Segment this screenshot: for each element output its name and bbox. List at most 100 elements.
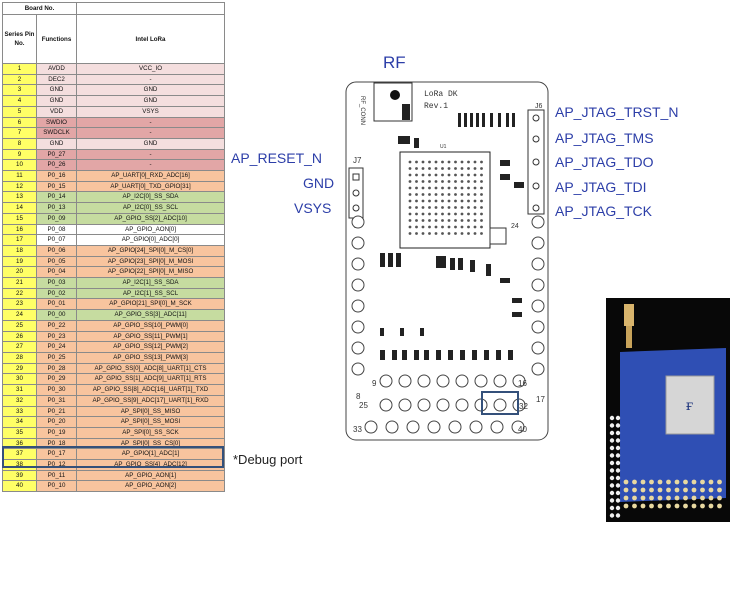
lora-signal-cell: AP_SPI[0]_SS_MISO [76,405,226,418]
photo-hole [615,445,621,451]
u1-pad [467,180,470,183]
u1-text: U1 [440,144,447,150]
u1-pad [428,199,431,203]
antenna-connector [626,322,632,348]
u1-pad [447,186,451,190]
rf-conn-text: RF_CONN [359,96,365,125]
u1-pad [454,212,457,216]
pin-25-text: 25 [359,401,368,410]
u1-pad [454,193,457,196]
u1-pad [454,206,457,209]
photo-hole [717,479,722,485]
pin-number-cell: 28 [2,351,37,364]
lora-signal-cell: AP_GPIO_SS[1]_ADC[9]_UART[1]_RTS [76,373,226,386]
u1-pad [473,219,477,222]
function-cell: P0_29 [35,373,78,386]
header-pad [351,215,365,229]
pin-number-cell: 26 [2,330,37,343]
u1-pad [408,206,412,209]
u1-pad [467,212,470,216]
u1-dot-grid [408,160,483,235]
pin-number-cell: 10 [2,159,37,172]
pin-number-cell: 2 [2,73,37,86]
pin-number-cell: 15 [2,212,37,225]
function-cell: P0_10 [35,480,78,493]
u1-pad [421,219,425,222]
photo-hole [649,503,654,509]
u1-pad [460,160,464,164]
pin-number-cell: 40 [2,480,37,493]
header-pad [493,398,507,412]
intel-lora-header: Intel LoRa [76,14,226,64]
photo-hole [615,468,621,473]
pin-mapping-table: Board No. Series Pin No. Functions Intel… [1,2,226,493]
pin-number-cell: 1 [2,63,37,75]
function-cell: VDD [35,105,78,118]
lora-signal-cell: - [76,127,226,139]
u1-pad [441,225,444,229]
pin-number-cell: 33 [2,405,37,418]
lora-signal-cell: AP_GPIO_SS[3]_ADC[11] [76,309,226,321]
u1-pad [467,167,470,170]
u1-pad [467,160,470,164]
u1-pad [408,232,412,235]
u1-pad [447,232,451,235]
photo-hole [609,460,615,466]
u1-pad [415,219,418,222]
u1-pad [421,212,425,216]
photo-hole [657,503,663,509]
u1-pad [428,186,431,190]
photo-hole [615,453,621,458]
lora-signal-cell: AP_GPIO[23]_SPI[0]_M_MOSI [76,255,226,268]
function-cell: P0_26 [35,159,78,172]
u1-pad [408,225,412,229]
photo-hole [657,479,663,485]
u1-pad [480,232,483,235]
header-pad [512,374,526,388]
lora-signal-cell: AP_UART[0]_TXD_GPIO[31] [76,180,226,193]
photo-hole [657,487,663,493]
function-cell: P0_13 [35,202,78,214]
rf-label: RF [383,53,406,72]
pin-number-cell: 23 [2,298,37,311]
u1-pad [480,206,483,209]
u1-pad [460,186,464,190]
pin-number-cell: 21 [2,277,37,289]
lora-signal-cell: AP_SPI[0]_SS_SCK [76,426,226,439]
lora-signal-cell: AP_GPIO_SS[2]_ADC[10] [76,212,226,225]
function-cell: P0_16 [35,170,78,182]
u1-pad [467,186,470,190]
u1-pad [428,167,431,170]
function-cell: P0_02 [35,287,78,300]
u1-pad [421,225,425,229]
u1-pad [447,212,451,216]
function-cell: P0_31 [35,394,78,407]
header-pad [436,398,450,412]
pin-8-text: 8 [356,392,361,401]
u1-pad [480,167,483,170]
u1-pad [467,199,470,203]
header-pad [417,374,431,388]
u1-pad [454,225,457,229]
u1-pad [460,173,464,177]
photo-hole [700,503,705,509]
u1-pad [441,193,444,196]
reset-label: AP_RESET_N [231,150,323,166]
header-pad [351,236,365,250]
photo-hole [615,490,621,496]
u1-pad [434,173,438,177]
lora-signal-cell: AP_GPIO_SS[9]_ADC[17]_UART[1]_RXD [76,394,226,407]
lora-signal-cell: AP_GPIO_SS[8]_ADC[16]_UART[1]_TXD [76,384,226,396]
lora-signal-cell: VSYS [76,105,226,118]
header-pad [469,420,483,434]
function-cell: P0_14 [35,191,78,204]
pin-number-cell: 24 [2,309,37,321]
header-pad [406,420,420,434]
